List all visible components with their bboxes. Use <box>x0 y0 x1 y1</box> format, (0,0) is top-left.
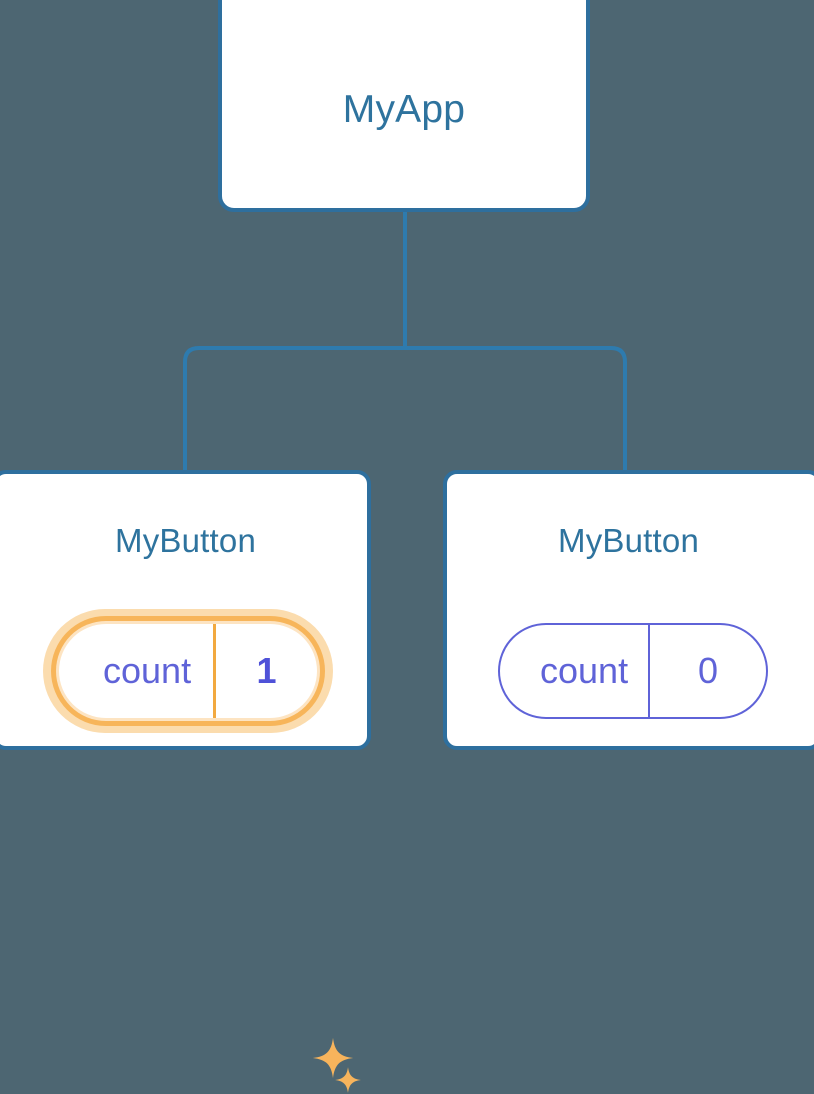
state-pill-0-separator <box>213 624 217 718</box>
state-pill-1-value: 0 <box>698 650 719 691</box>
node-mybutton-0[interactable]: MyButton count 1 <box>0 470 371 1093</box>
sparkle-icon-small <box>335 1067 361 1093</box>
node-mybutton-1-title: MyButton <box>558 522 699 559</box>
state-pill-1[interactable]: count 0 <box>498 623 768 719</box>
node-mybutton-0-title: MyButton <box>115 522 256 559</box>
node-myapp[interactable]: MyApp <box>218 0 590 212</box>
state-pill-0[interactable]: count 1 <box>59 624 317 718</box>
node-mybutton-1[interactable]: MyButton count 0 <box>443 470 814 750</box>
state-pill-1-wrap: count 0 <box>498 611 768 731</box>
connector-children-bus <box>183 346 627 470</box>
state-pill-1-key: count <box>540 650 629 691</box>
state-pill-0-wrap: count 1 <box>41 609 335 733</box>
state-pill-0-value: 1 <box>256 650 277 691</box>
state-pill-1-separator <box>648 625 651 717</box>
sparkle-icon-large <box>312 1037 354 1079</box>
state-pill-0-key: count <box>103 650 192 691</box>
node-myapp-title: MyApp <box>342 88 466 131</box>
